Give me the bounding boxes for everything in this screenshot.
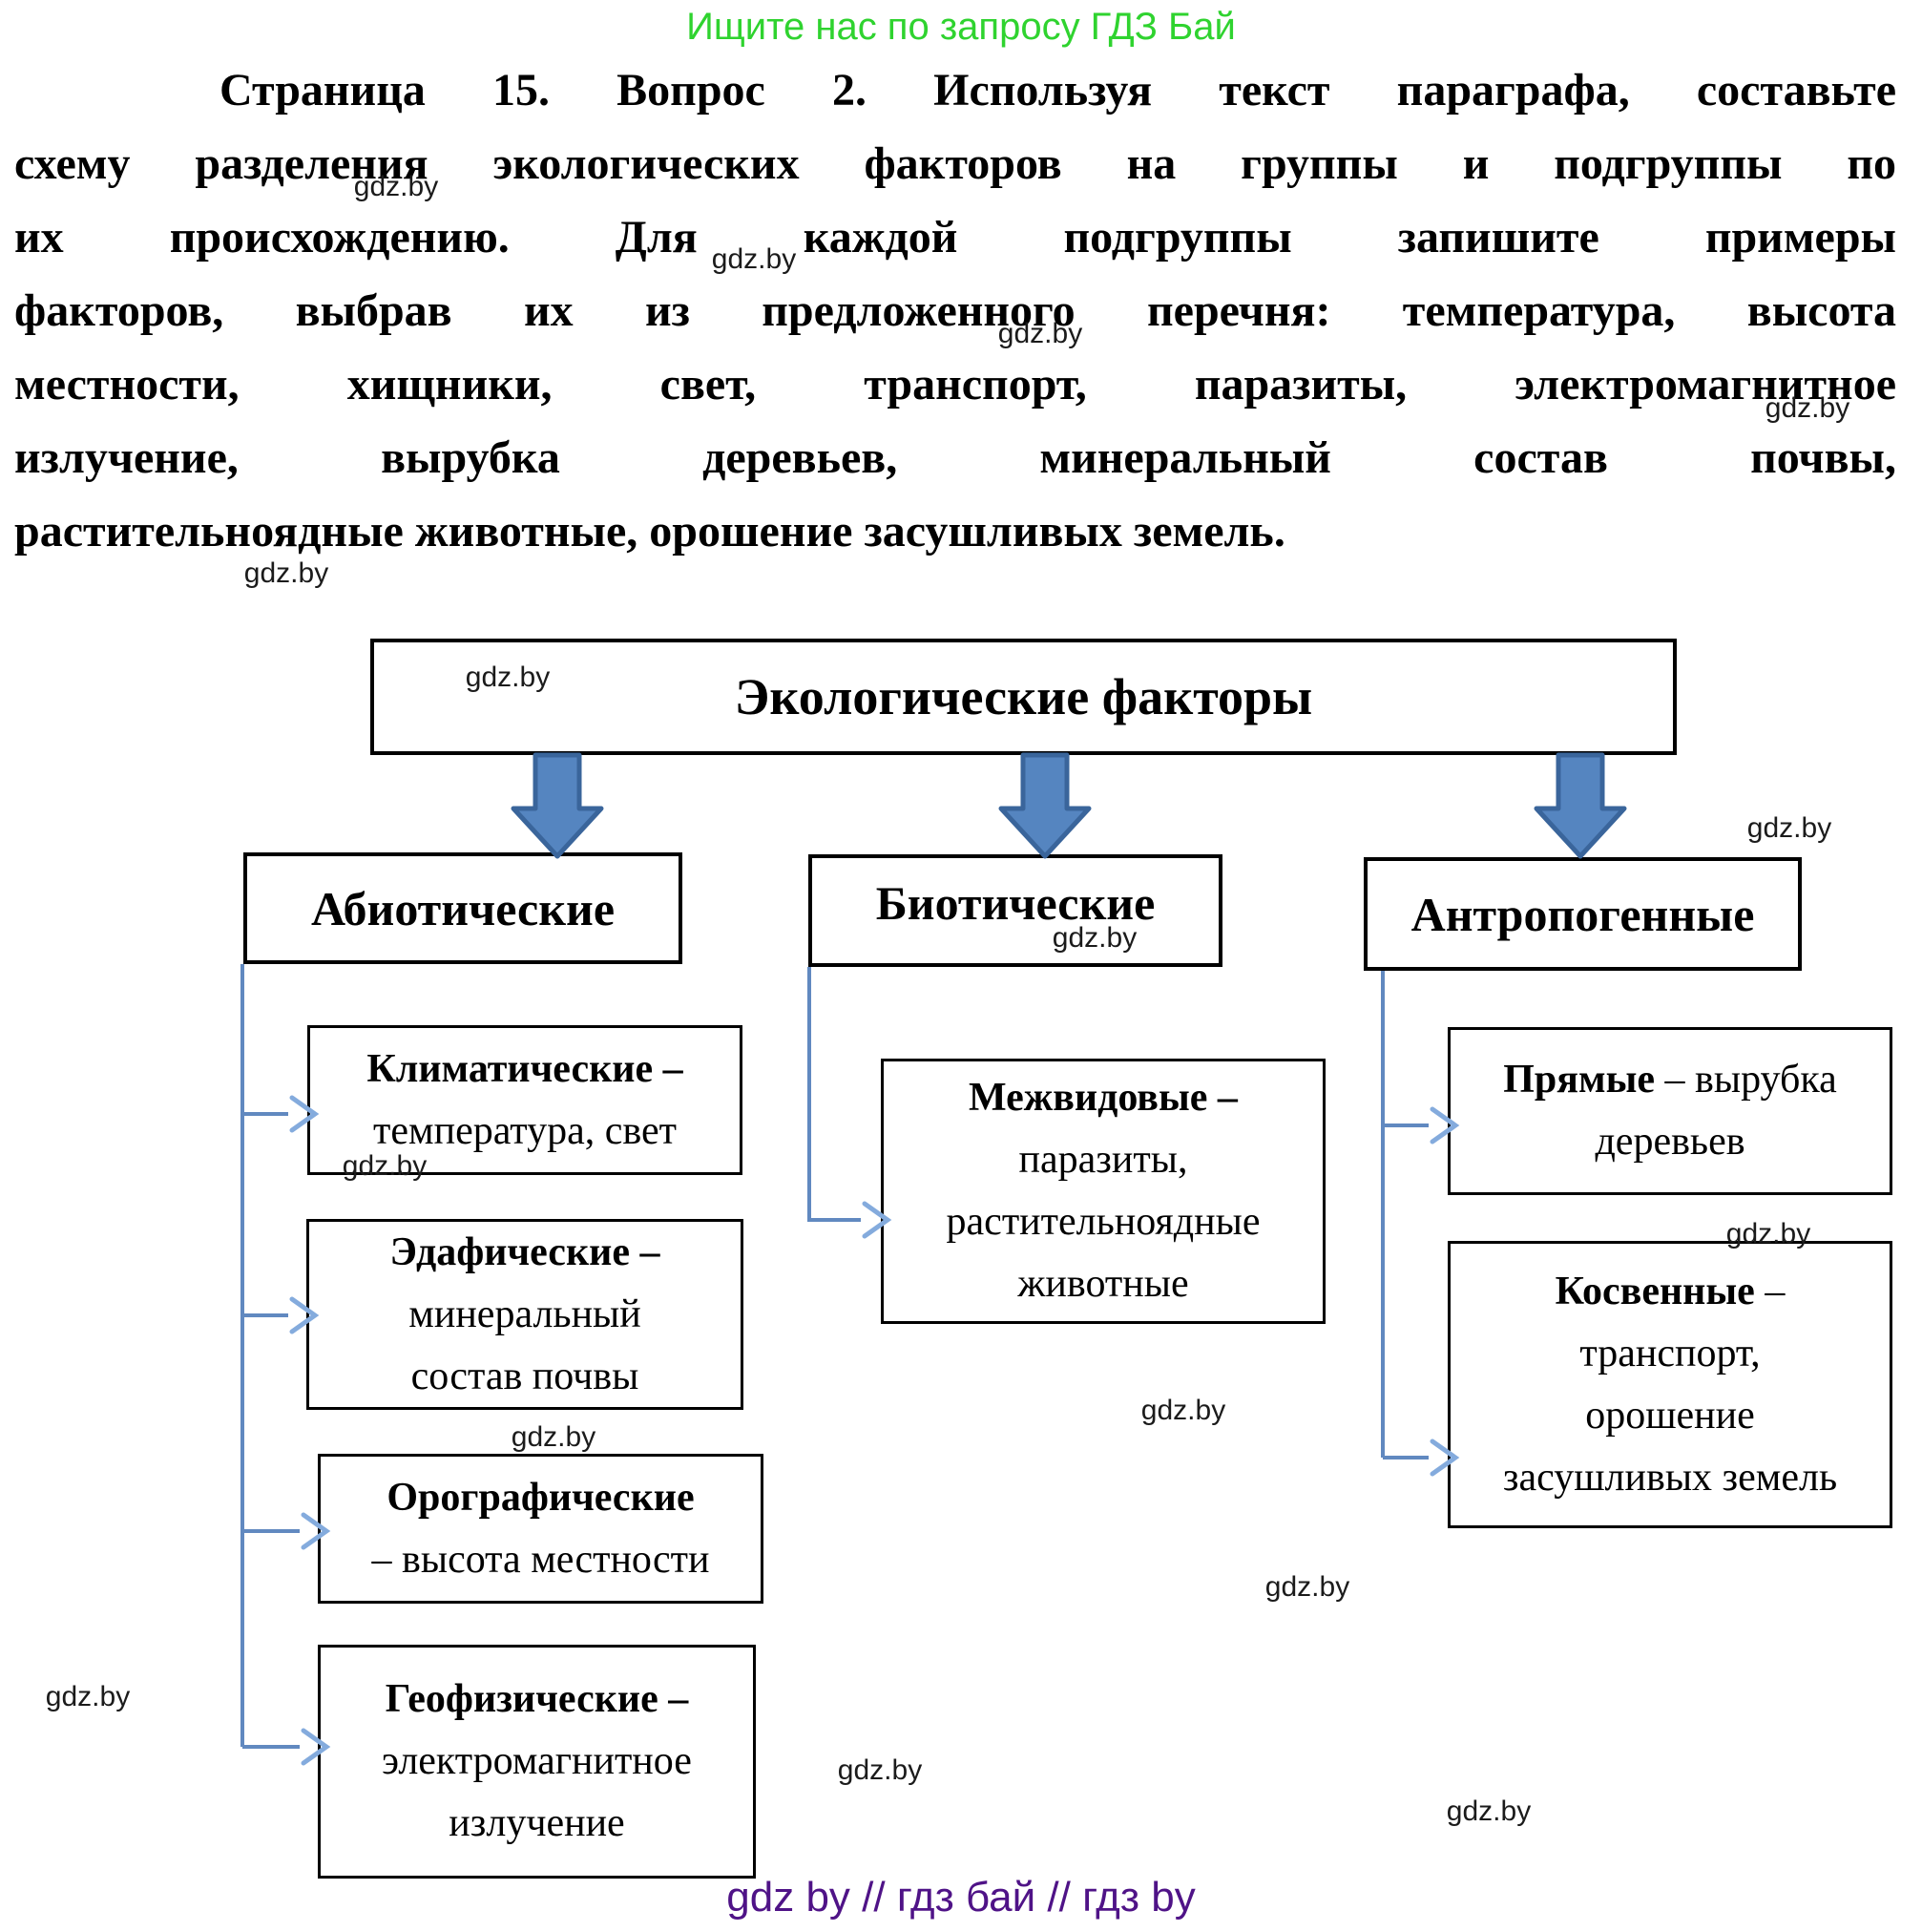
- node-label: Геофизические –: [385, 1677, 689, 1721]
- node-examples: паразиты,: [1018, 1138, 1188, 1182]
- node-examples: деревьев: [1595, 1120, 1745, 1164]
- node-label: Климатические –: [366, 1046, 683, 1091]
- task-text-line: Страница 15. Вопрос 2. Используя текст п…: [219, 65, 1896, 116]
- gdz-watermark: gdz.by: [1446, 1796, 1532, 1827]
- node-examples: состав почвы: [410, 1354, 639, 1398]
- node-orographic: Орографические – высота местности: [318, 1454, 763, 1604]
- task-text-line: растительноядные животные, орошение засу…: [14, 506, 1285, 556]
- node-edaphic: Эдафические – минеральный состав почвы: [306, 1219, 743, 1410]
- node-examples: – высота местности: [371, 1537, 710, 1582]
- gdz-watermark: gdz.by: [1765, 392, 1850, 424]
- task-text-line: местности, хищники, свет, транспорт, пар…: [14, 359, 1896, 410]
- gdz-watermark: gdz.by: [45, 1681, 131, 1712]
- node-examples: электромагнитное: [382, 1739, 692, 1783]
- node-direct: Прямые – вырубка деревьев: [1448, 1027, 1892, 1195]
- task-text-line: схему разделения экологических факторов …: [14, 138, 1896, 189]
- down-arrow-icon: [1001, 755, 1089, 856]
- node-biotic: Биотические: [808, 854, 1222, 967]
- gdz-watermark: gdz.by: [1140, 1395, 1226, 1426]
- node-examples: транспорт,: [1579, 1331, 1761, 1376]
- gdz-watermark: gdz.by: [465, 662, 551, 693]
- gdz-watermark: gdz.by: [1725, 1218, 1811, 1250]
- task-text-line: их происхождению. Для каждой подгруппы з…: [14, 212, 1896, 262]
- node-ecological-factors: Экологические факторы: [370, 639, 1677, 755]
- node-examples: минеральный: [408, 1292, 641, 1336]
- node-label: Эдафические –: [389, 1229, 660, 1274]
- node-examples: температура, свет: [373, 1108, 677, 1153]
- gdz-watermark: gdz.by: [1746, 812, 1832, 844]
- node-climatic: Климатические – температура, свет: [307, 1025, 742, 1175]
- node-label: Абиотические: [310, 881, 616, 935]
- node-label: Антропогенные: [1410, 887, 1755, 941]
- gdz-watermark: gdz.by: [997, 318, 1083, 349]
- node-label: Биотические: [875, 876, 1156, 930]
- node-anthropogenic: Антропогенные: [1364, 857, 1802, 971]
- node-examples: излучение: [449, 1801, 625, 1845]
- node-examples: – вырубка: [1655, 1058, 1837, 1102]
- gdz-watermark: gdz.by: [353, 171, 439, 202]
- node-label: Орографические: [386, 1475, 695, 1520]
- connector-line: [1381, 971, 1429, 1460]
- node-indirect: Косвенные – транспорт, орошение засушлив…: [1448, 1241, 1892, 1528]
- gdz-watermark: gdz.by: [1264, 1571, 1350, 1603]
- task-text-line: излучение, вырубка деревьев, минеральный…: [14, 432, 1896, 483]
- gdz-watermark: gdz.by: [837, 1754, 923, 1786]
- promo-banner: Ищите нас по запросу ГДЗ Бай: [686, 6, 1236, 48]
- connector-line: [807, 967, 861, 1222]
- down-arrow-icon: [1536, 755, 1624, 856]
- node-examples: –: [1754, 1269, 1786, 1313]
- task-text: Страница 15. Вопрос 2. Используя текст п…: [14, 53, 1896, 568]
- down-arrow-icon: [513, 755, 601, 856]
- node-abiotic: Абиотические: [243, 852, 682, 964]
- node-geophysical: Геофизические – электромагнитное излучен…: [318, 1645, 756, 1879]
- node-label: Прямые: [1503, 1058, 1656, 1102]
- node-examples: орошение: [1585, 1393, 1755, 1438]
- connector-line: [240, 964, 300, 1749]
- footer-site-links: gdz by // гдз бай // гдз by: [726, 1874, 1196, 1921]
- node-interspecies: Межвидовые – паразиты, растительноядные …: [881, 1059, 1326, 1324]
- task-text-line: факторов, выбрав их из предложенного пер…: [14, 285, 1896, 336]
- node-examples: животные: [1017, 1262, 1189, 1306]
- node-examples: засушливых земель: [1502, 1455, 1838, 1500]
- node-label: Экологические факторы: [734, 668, 1313, 725]
- gdz-watermark: gdz.by: [1052, 922, 1138, 954]
- node-label: Косвенные: [1555, 1269, 1755, 1313]
- gdz-watermark: gdz.by: [342, 1150, 428, 1182]
- node-label: Межвидовые –: [969, 1076, 1238, 1120]
- gdz-watermark: gdz.by: [243, 557, 329, 589]
- gdz-watermark: gdz.by: [511, 1421, 596, 1453]
- node-examples: растительноядные: [946, 1200, 1261, 1244]
- gdz-watermark: gdz.by: [711, 243, 797, 275]
